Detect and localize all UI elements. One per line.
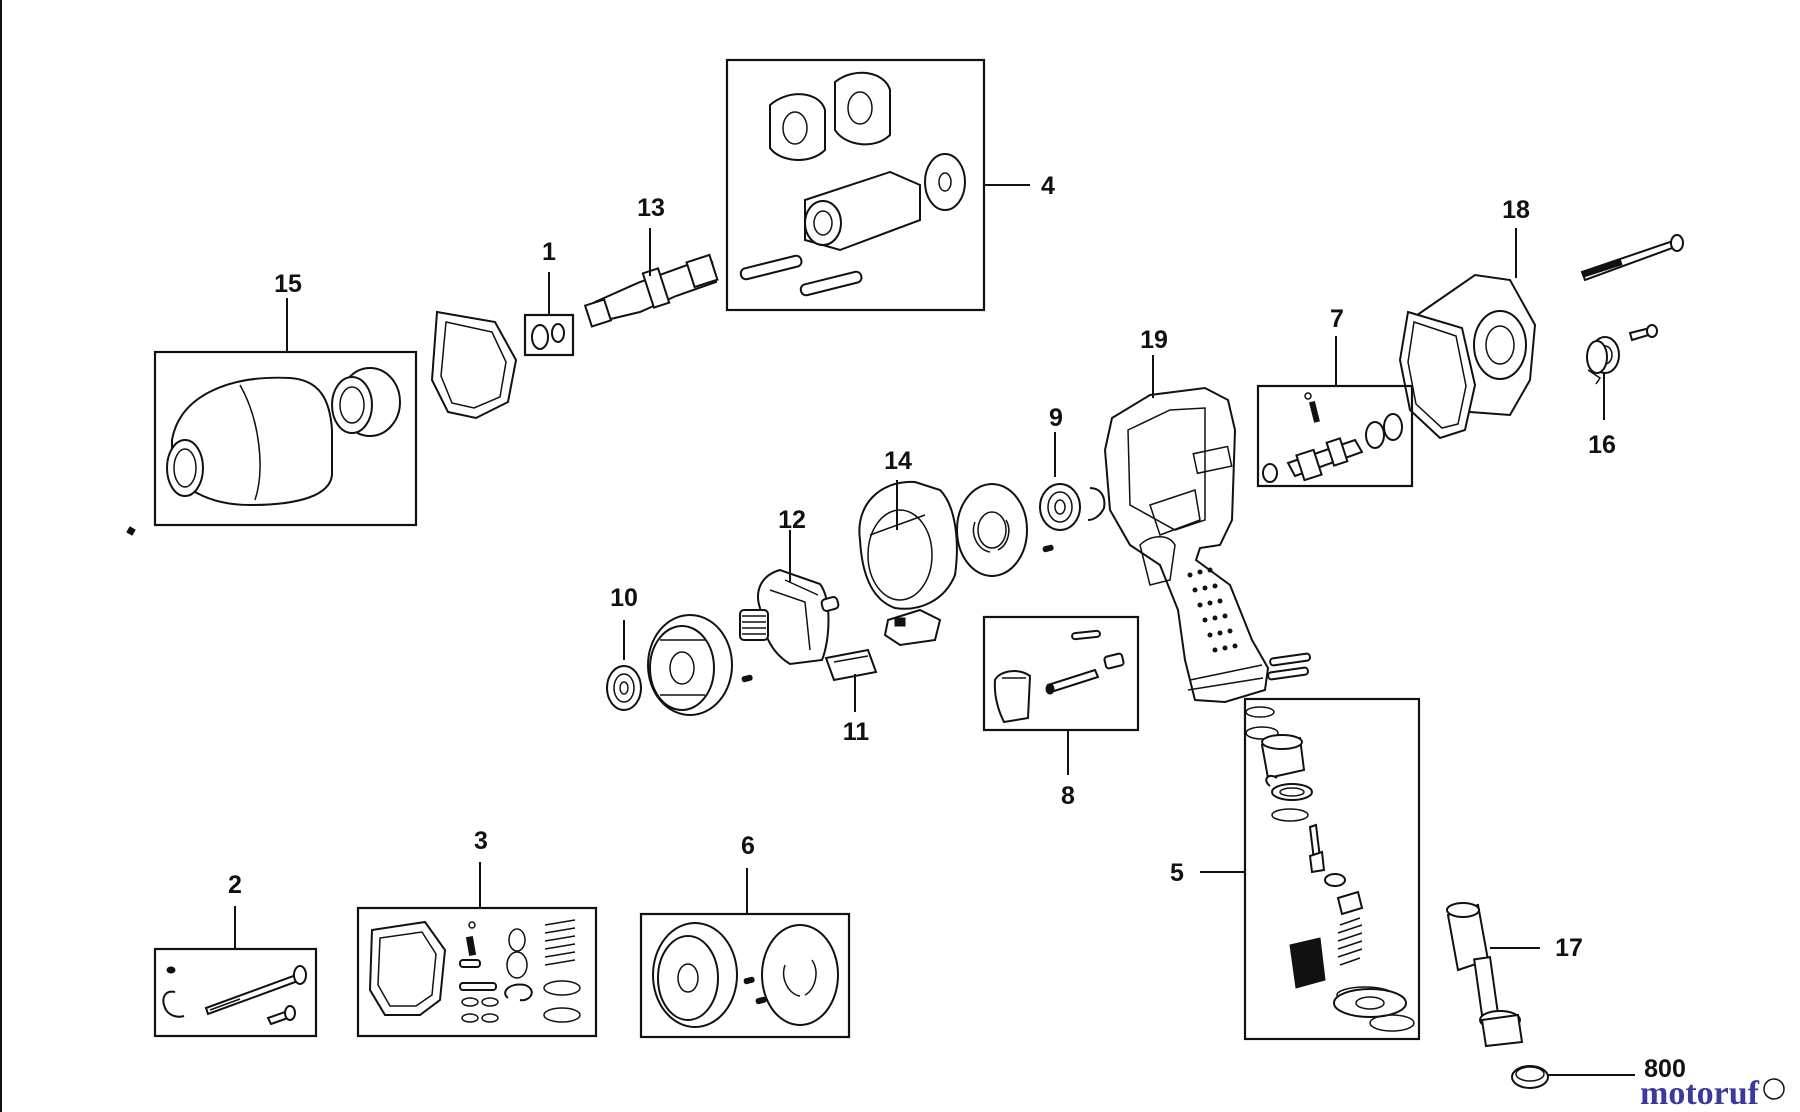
callout-11: 11 (843, 718, 870, 746)
callout-16: 16 (1588, 431, 1616, 459)
part-17-air-inlet (1446, 902, 1524, 1048)
part-5-inlet-valve-kit (1243, 697, 1421, 1041)
callout-15: 15 (274, 270, 302, 298)
part-19-main-housing (1103, 386, 1311, 704)
watermark-logo: motoruf (1640, 1075, 1760, 1112)
callout-18: 18 (1502, 196, 1530, 224)
callout-13: 13 (637, 194, 665, 222)
part-13-anvil (583, 253, 719, 328)
callout-8: 8 (1061, 782, 1075, 810)
part-6-end-plates (639, 912, 851, 1039)
part-4-hammer-mechanism (725, 58, 986, 312)
part-3-service-kit (356, 906, 598, 1038)
part-11-vane (824, 648, 878, 682)
part-1-rings (523, 313, 575, 357)
part-8-trigger-kit (982, 615, 1140, 732)
part-15-front-housing (126, 350, 418, 536)
callout-17: 17 (1555, 934, 1583, 962)
part-9-bearing (1039, 483, 1106, 553)
callout-19: 19 (1140, 326, 1168, 354)
part-12-rotor (739, 568, 840, 666)
part-800-cap (1511, 1065, 1549, 1089)
part-10-front-bearing-plate (606, 614, 753, 716)
callout-10: 10 (610, 584, 638, 612)
callout-14: 14 (884, 447, 912, 475)
callout-6: 6 (741, 832, 755, 860)
callout-7: 7 (1330, 305, 1344, 333)
callout-1: 1 (542, 238, 556, 266)
callout-5: 5 (1170, 859, 1184, 887)
part-14-cylinder (858, 480, 958, 647)
part-2-hardware (153, 947, 318, 1038)
callout-9: 9 (1049, 404, 1063, 432)
part-16-regulator (1586, 336, 1620, 385)
corner-mark-icon (1763, 1078, 1785, 1100)
part-18-rear-cover (1398, 234, 1684, 440)
callout-800: 800 (1644, 1055, 1686, 1083)
rear-end-plate (956, 483, 1028, 577)
callout-4: 4 (1041, 172, 1055, 200)
callout-2: 2 (228, 871, 242, 899)
part-7-throttle-valve (1256, 384, 1414, 488)
callout-12: 12 (778, 506, 806, 534)
callout-3: 3 (474, 827, 488, 855)
